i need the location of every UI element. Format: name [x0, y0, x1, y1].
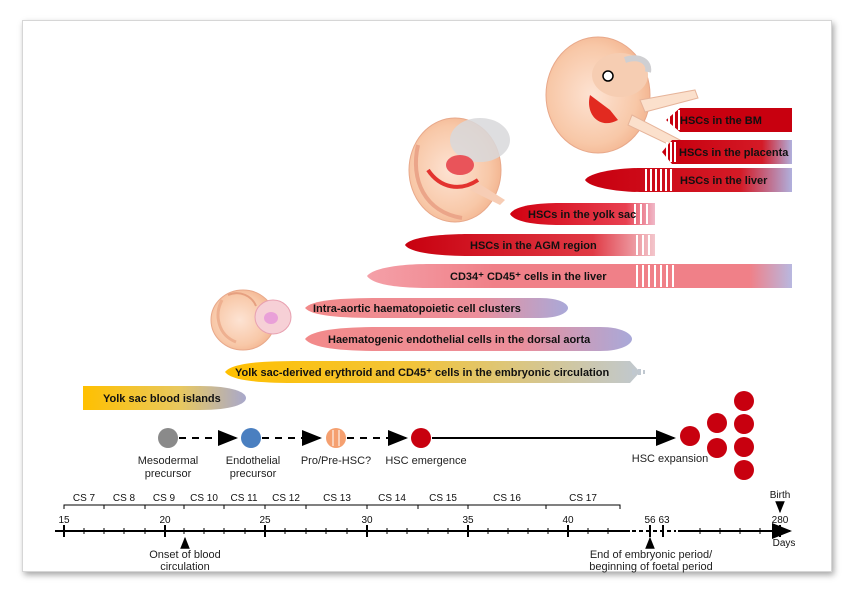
bar-haematogenic-endothelial: Haematogenic endothelial cells in the do…	[305, 327, 632, 351]
day-tick-label: 280	[772, 515, 789, 526]
days-label: Days	[773, 538, 796, 549]
cs-label: CS 16	[493, 493, 521, 504]
endothelial-label-line2: precursor	[230, 468, 277, 480]
bar-hscs-in-agm: HSCs in the AGM region	[405, 234, 655, 256]
endothelial-precursor-cell	[241, 428, 261, 448]
bar-label: HSCs in the liver	[680, 175, 768, 187]
cs-label: CS 10	[190, 493, 218, 504]
bar-label: Haematogenic endothelial cells in the do…	[328, 334, 591, 346]
end-embryonic-label-line1: End of embryonic period/	[590, 549, 713, 561]
cs-label: CS 11	[230, 493, 257, 504]
carnegie-stage-brackets	[63, 504, 621, 509]
mesodermal-precursor-cell	[158, 428, 178, 448]
cs-label: CS 15	[429, 493, 457, 504]
bar-label: HSCs in the placenta	[679, 147, 789, 159]
embryo-illustration-small	[210, 289, 292, 351]
onset-label-line1: Onset of blood	[149, 549, 221, 561]
hsc-expansion-cells	[680, 391, 754, 480]
lineage-progression: Mesodermal precursor Endothelial precurs…	[138, 391, 754, 480]
bar-cd34-cd45-liver: CD34⁺ CD45⁺ cells in the liver	[367, 264, 792, 288]
cs-label: CS 14	[378, 493, 406, 504]
embryo-illustration-large	[545, 36, 699, 154]
bar-hscs-in-bm: HSCs in the BM	[666, 108, 792, 132]
day-tick-label: 63	[658, 515, 670, 526]
bar-label: HSCs in the yolk sac	[528, 209, 636, 221]
hsc-emergence-cell	[411, 428, 431, 448]
pro-pre-hsc-cell	[326, 428, 346, 448]
day-tick-label: 56	[644, 515, 656, 526]
bar-label: Yolk sac blood islands	[103, 393, 221, 405]
bar-intra-aortic-clusters: Intra-aortic haematopoietic cell cluster…	[305, 298, 568, 318]
day-tick-label: 30	[361, 515, 373, 526]
cs-label: CS 7	[73, 493, 96, 504]
day-tick-label: 15	[58, 515, 70, 526]
timeline-axis: CS 7 CS 8 CS 9 CS 10 CS 11 CS 12 CS 13 C…	[55, 490, 795, 573]
bar-yolk-sac-blood-islands: Yolk sac blood islands	[83, 386, 246, 410]
bar-label: Intra-aortic haematopoietic cell cluster…	[313, 303, 521, 315]
hsc-expansion-label: HSC expansion	[632, 453, 708, 465]
embryo-illustration-medium	[408, 117, 510, 223]
bar-label: Yolk sac-derived erythroid and CD45⁺ cel…	[235, 367, 609, 379]
cs-label: CS 9	[153, 493, 176, 504]
bar-hscs-in-yolk-sac: HSCs in the yolk sac	[510, 203, 655, 225]
cs-label: CS 8	[113, 493, 136, 504]
hsc-emergence-label: HSC emergence	[385, 455, 466, 467]
mesodermal-label-line1: Mesodermal	[138, 455, 199, 467]
endothelial-label-line1: Endothelial	[226, 455, 280, 467]
bar-yolk-sac-derived-erythroid: Yolk sac-derived erythroid and CD45⁺ cel…	[225, 361, 645, 383]
cs-label: CS 12	[272, 493, 300, 504]
bar-label: HSCs in the AGM region	[470, 240, 597, 252]
mesodermal-label-line2: precursor	[145, 468, 192, 480]
day-tick-label: 40	[562, 515, 574, 526]
end-embryonic-label-line2: beginning of foetal period	[589, 561, 713, 573]
bar-label: HSCs in the BM	[680, 115, 762, 127]
bar-hscs-in-placenta: HSCs in the placenta	[662, 140, 792, 164]
birth-label: Birth	[770, 490, 791, 501]
bar-label: CD34⁺ CD45⁺ cells in the liver	[450, 271, 607, 283]
day-tick-label: 25	[259, 515, 271, 526]
cs-label: CS 13	[323, 493, 351, 504]
cs-label: CS 17	[569, 493, 597, 504]
day-tick-label: 20	[159, 515, 171, 526]
bar-hscs-in-liver: HSCs in the liver	[585, 168, 792, 192]
day-tick-label: 35	[462, 515, 474, 526]
pro-pre-hsc-label: Pro/Pre-HSC?	[301, 455, 371, 467]
onset-label-line2: circulation	[160, 561, 210, 573]
